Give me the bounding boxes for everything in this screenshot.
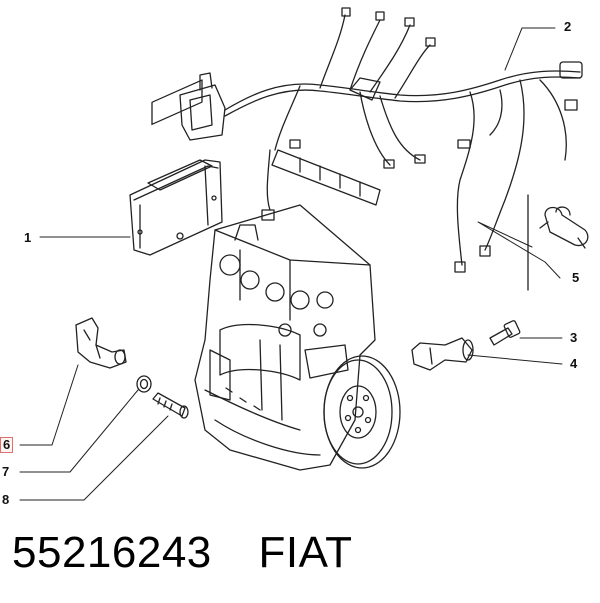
fixing-screw-right: [489, 320, 521, 346]
harness-clip: [527, 194, 589, 291]
callout-6: 6: [0, 437, 14, 453]
wiring-harness: [179, 7, 583, 273]
engine-block: [194, 204, 401, 471]
callout-2: 2: [564, 19, 572, 34]
engine-control-unit: [129, 79, 223, 256]
part-number: 55216243: [12, 528, 212, 577]
callout-3: 3: [570, 330, 578, 345]
brand-name: FIAT: [258, 528, 353, 577]
leader-lines: [19, 27, 563, 501]
caption: 55216243 FIAT: [12, 528, 353, 588]
callout-8: 8: [2, 492, 10, 507]
callout-5: 5: [572, 270, 580, 285]
camshaft-sensor: [411, 337, 474, 371]
fixing-screw-left: [152, 392, 189, 419]
callout-7: 7: [2, 464, 10, 479]
crank-position-sensor: [75, 317, 127, 369]
exploded-parts-diagram: [19, 7, 589, 501]
o-ring-seal: [136, 375, 152, 393]
callout-1: 1: [24, 230, 32, 245]
callout-4: 4: [570, 356, 578, 371]
